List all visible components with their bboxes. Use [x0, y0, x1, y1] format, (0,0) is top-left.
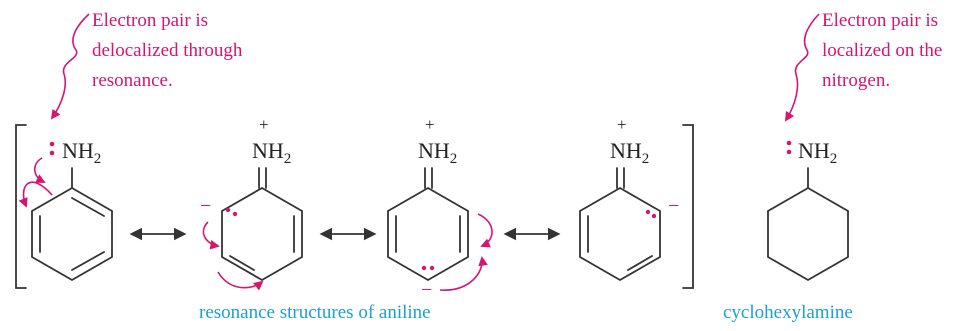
right-bracket: [682, 124, 694, 289]
right-note-line-2: localized on the: [822, 40, 942, 61]
amine-label: NH2: [610, 138, 649, 167]
minus-charge: −: [200, 195, 211, 217]
curved-arrow: [18, 181, 53, 208]
ring: [579, 186, 661, 282]
structure-aniline: NH2: [18, 138, 113, 282]
curved-arrow: [202, 221, 220, 250]
curved-arrow: [33, 157, 46, 183]
left-note-pointer: [50, 13, 90, 120]
double-bond: [71, 251, 105, 271]
structure-resonance-4: + NH2 −: [579, 115, 679, 282]
amine-label: NH2: [62, 138, 101, 167]
minus-charge: −: [668, 195, 679, 217]
lone-pair-dot: [49, 141, 55, 147]
cyclohexane-ring: [767, 186, 849, 282]
right-note-line-1: Electron pair is: [822, 10, 938, 31]
double-bond: [627, 255, 653, 271]
left-annotation: Electron pair is delocalized through res…: [50, 10, 243, 120]
structure-resonance-3: + NH2 −: [387, 115, 493, 301]
right-annotation: Electron pair is localized on the nitrog…: [784, 10, 942, 122]
ring: [387, 186, 469, 282]
left-bracket: [15, 124, 27, 289]
curved-arrow: [439, 256, 488, 291]
plus-charge: +: [617, 115, 627, 134]
right-note-pointer: [784, 13, 820, 122]
lone-pair-dot: [786, 140, 792, 146]
plus-charge: +: [425, 115, 435, 134]
lone-pair-dot: [786, 149, 792, 155]
double-bond: [229, 255, 255, 271]
amine-label: NH2: [798, 138, 837, 167]
lone-pair-dot: [232, 211, 238, 217]
curved-arrow: [217, 271, 264, 291]
structure-cyclohexylamine: NH2: [767, 138, 849, 282]
benzene-ring: [31, 186, 113, 282]
lone-pair-dot: [49, 150, 55, 156]
structure-resonance-2: + NH2 −: [200, 115, 303, 291]
amine-label: NH2: [418, 138, 457, 167]
cyclohexylamine-caption: cyclohexylamine: [723, 302, 853, 323]
resonance-caption: resonance structures of aniline: [199, 302, 431, 323]
lone-pair-dot: [651, 213, 657, 219]
minus-charge: −: [421, 279, 432, 301]
left-note-line-1: Electron pair is: [92, 10, 208, 31]
right-note-line-3: nitrogen.: [822, 70, 890, 91]
amine-label: NH2: [252, 138, 291, 167]
curved-arrow: [477, 213, 493, 248]
lone-pair-dot: [429, 265, 435, 271]
ring: [221, 186, 303, 282]
lone-pair-dot: [225, 207, 231, 213]
left-note-line-2: delocalized through: [92, 40, 243, 61]
lone-pair-dot: [645, 209, 651, 215]
lone-pair-dot: [421, 265, 427, 271]
double-bond: [71, 197, 105, 217]
left-note-line-3: resonance.: [92, 70, 173, 91]
plus-charge: +: [259, 115, 269, 134]
